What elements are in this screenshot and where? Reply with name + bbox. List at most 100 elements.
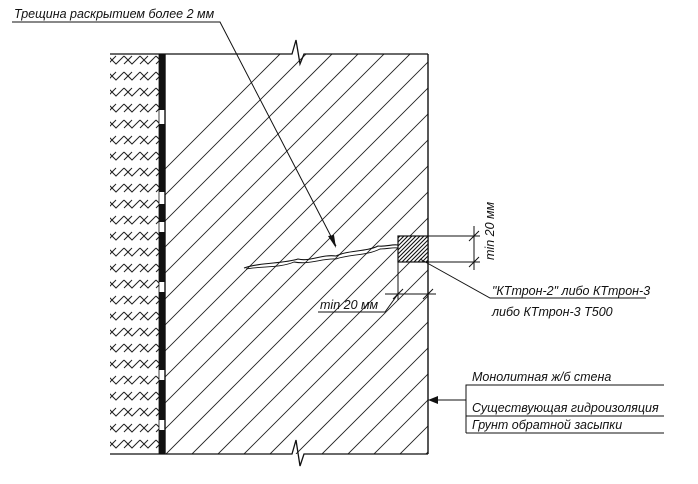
soil-hatch-mark <box>110 295 117 303</box>
soil-hatch-mark <box>155 172 159 177</box>
material-leader <box>419 258 646 299</box>
soil-hatch-mark <box>110 135 125 145</box>
soil-hatch-mark <box>123 407 133 417</box>
groove-hatch-line <box>401 236 428 262</box>
hatch-line <box>425 451 428 454</box>
soil-hatch-mark <box>139 359 157 369</box>
soil-hatch-mark <box>123 327 133 337</box>
soil-hatch-mark <box>155 220 159 225</box>
hatch-line <box>165 54 359 248</box>
soil-hatch-mark <box>108 456 124 464</box>
hatch-line <box>165 54 307 196</box>
soil-hatch-mark <box>139 103 157 113</box>
soil-hatch-mark <box>139 279 157 289</box>
soil-hatch-mark <box>124 40 140 48</box>
soil-hatch-mark <box>110 423 125 433</box>
soil-hatch-mark <box>139 231 157 241</box>
top-break-line <box>110 39 428 67</box>
soil-hatch-mark <box>123 391 141 401</box>
dim-vertical-label: min 20 мм <box>483 201 497 260</box>
concrete-wall-hatch <box>165 54 698 454</box>
soil-hatch-mark <box>110 183 125 193</box>
soil-hatch-mark <box>124 456 132 464</box>
soil-hatch-mark <box>139 407 149 417</box>
crack-leader-arrow <box>328 235 336 248</box>
soil-hatch-mark <box>123 71 133 81</box>
groove-hatch-line <box>454 236 480 262</box>
soil-hatch-mark <box>123 423 141 433</box>
soil-hatch-mark <box>123 87 141 97</box>
soil-hatch-mark <box>123 343 133 353</box>
soil-hatch-mark <box>156 40 164 48</box>
soil-hatch-mark <box>139 215 157 225</box>
soil-hatch-mark <box>123 247 133 257</box>
soil-hatch-mark <box>110 199 117 207</box>
soil-hatch-mark <box>123 311 141 321</box>
legend-arrow <box>428 396 438 404</box>
soil-hatch-mark <box>139 391 157 401</box>
hatch-line <box>165 113 428 378</box>
soil-hatch-mark <box>110 247 125 257</box>
soil-hatch-mark <box>123 375 133 385</box>
soil-hatch-mark <box>110 439 117 447</box>
soil-hatch-mark <box>139 247 157 257</box>
soil-hatch-mark <box>123 359 141 369</box>
crack-line-2 <box>245 247 399 270</box>
soil-hatch-mark <box>110 215 125 225</box>
soil-hatch-mark <box>155 444 159 449</box>
soil-hatch-mark <box>155 316 159 321</box>
soil-hatch-mark <box>139 327 149 337</box>
hatch-line <box>660 54 698 454</box>
soil-hatch-mark <box>123 199 141 209</box>
soil-hatch-mark <box>123 215 133 225</box>
soil-hatch-mark <box>108 40 124 48</box>
soil-hatch-mark <box>110 263 117 271</box>
groove-hatch-line <box>425 259 428 262</box>
soil-hatch-mark <box>108 456 116 464</box>
soil-hatch-mark <box>123 103 141 113</box>
soil-hatch-mark <box>123 295 141 305</box>
soil-hatch-mark <box>139 231 149 241</box>
soil-hatch-mark <box>110 55 125 65</box>
soil-hatch-mark <box>123 343 141 353</box>
soil-hatch-mark <box>140 40 156 48</box>
waterproofing-segment <box>159 430 165 454</box>
soil-hatch-mark <box>139 375 157 385</box>
soil-hatch-mark <box>139 439 149 449</box>
soil-hatch-mark <box>139 391 149 401</box>
soil-hatch-mark <box>139 55 157 65</box>
soil-hatch-mark <box>139 343 149 353</box>
soil-hatch-mark <box>110 279 125 289</box>
backfill-soil-hatch <box>108 40 164 464</box>
soil-hatch-mark <box>110 119 125 129</box>
groove-hatch-line <box>398 236 409 247</box>
soil-hatch-mark <box>139 183 157 193</box>
soil-hatch-mark <box>139 167 149 177</box>
soil-hatch-mark <box>139 423 149 433</box>
soil-hatch-mark <box>123 215 141 225</box>
crack-line <box>243 244 399 269</box>
soil-hatch-mark <box>155 284 159 289</box>
legend-leaders <box>428 384 664 434</box>
soil-hatch-mark <box>155 188 159 193</box>
groove-hatch-line <box>421 255 428 262</box>
soil-hatch-mark <box>140 456 156 464</box>
soil-hatch-mark <box>139 327 157 337</box>
soil-hatch-mark <box>139 295 157 305</box>
soil-hatch-mark <box>124 40 132 48</box>
soil-hatch-mark <box>110 87 125 97</box>
soil-hatch-mark <box>139 199 149 209</box>
soil-hatch-mark <box>123 263 141 273</box>
soil-hatch-mark <box>155 300 159 305</box>
soil-hatch-mark <box>139 183 149 193</box>
soil-hatch-mark <box>139 87 157 97</box>
soil-hatch-mark <box>155 268 159 273</box>
soil-hatch-mark <box>123 55 141 65</box>
soil-hatch-mark <box>123 279 141 289</box>
soil-hatch-mark <box>123 279 133 289</box>
soil-hatch-mark <box>139 119 157 129</box>
soil-hatch-mark <box>139 55 149 65</box>
hatch-line <box>634 54 698 454</box>
soil-hatch-mark <box>110 359 125 369</box>
soil-hatch-mark <box>123 87 133 97</box>
